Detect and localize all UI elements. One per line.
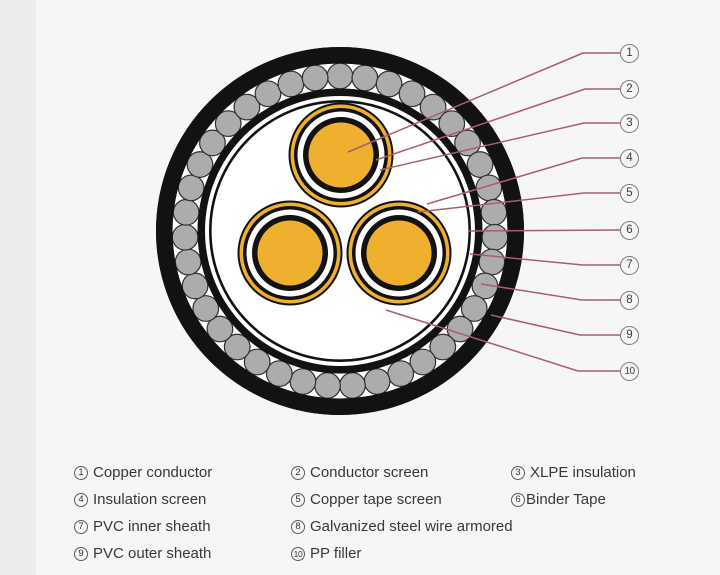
armor-wire <box>289 368 317 395</box>
legend-label: XLPE insulation <box>530 464 636 481</box>
legend-number-6: 6 <box>511 492 525 507</box>
legend-item-binder-tape: 6 Binder Tape <box>511 491 606 508</box>
callout-number-5: 5 <box>620 183 639 203</box>
callout-line-9 <box>490 314 620 336</box>
armor-wire <box>214 110 242 138</box>
armor-wire <box>409 348 437 376</box>
armor-wire <box>375 70 403 98</box>
legend-number-1: 1 <box>74 465 88 480</box>
armor-wire <box>339 372 366 399</box>
legend-item-copper-conductor: 1 Copper conductor <box>74 464 212 481</box>
armor-wire <box>233 93 261 121</box>
legend-item-xlpe-insulation: 3 XLPE insulation <box>511 464 636 481</box>
legend-label: PVC outer sheath <box>93 545 212 562</box>
legend-label: Copper tape screen <box>310 491 442 508</box>
armor-wire <box>301 64 329 92</box>
cable-cross-section-diagram: 1 2 3 4 5 6 7 8 9 10 <box>156 43 639 415</box>
callout-number-3: 3 <box>620 113 639 133</box>
callout-number-1: 1 <box>620 43 639 63</box>
callout-line-7 <box>469 253 620 266</box>
legend-number-4: 4 <box>74 492 88 507</box>
armor-wire <box>460 295 488 322</box>
legend-number-5: 5 <box>291 492 305 507</box>
callout-number-9: 9 <box>620 325 639 345</box>
armor-wire <box>351 64 379 92</box>
armor-wire <box>314 372 341 399</box>
callout-number-2: 2 <box>620 79 639 99</box>
cable-body <box>156 47 524 415</box>
legend-number-2: 2 <box>291 465 305 480</box>
armor-wire <box>192 295 220 322</box>
cable-core-left <box>237 200 343 306</box>
callout-line-8 <box>480 283 620 301</box>
armor-wire <box>398 80 426 108</box>
callout-line-2 <box>375 88 620 161</box>
cable-svg <box>156 47 621 415</box>
armor-wire <box>265 360 293 388</box>
armor-wire <box>243 348 271 376</box>
armor-wire <box>429 333 457 361</box>
legend-number-3: 3 <box>511 465 525 480</box>
callout-line-10 <box>385 309 620 372</box>
callout-line-6 <box>467 229 621 232</box>
armor-wire <box>172 198 200 226</box>
cable-core-top <box>288 102 394 208</box>
callout-line-4 <box>426 157 620 205</box>
armor-wire <box>466 151 494 178</box>
callout-line-3 <box>379 122 620 171</box>
callout-number-10: 10 <box>620 361 639 381</box>
armor-wire <box>387 360 415 388</box>
legend-number-7: 7 <box>74 519 88 534</box>
legend-item-galvanized-steel-wire-armored: 8 Galvanized steel wire armored <box>291 518 513 535</box>
legend-item-pvc-outer-sheath: 9 PVC outer sheath <box>74 545 211 562</box>
legend-item-insulation-screen: 4 Insulation screen <box>74 491 206 508</box>
armor-wire <box>206 315 234 343</box>
copper-conductor <box>366 220 432 286</box>
legend-label: Conductor screen <box>310 464 429 481</box>
callout-line-1 <box>347 52 620 153</box>
armor-wire <box>223 333 251 361</box>
callout-number-7: 7 <box>620 255 639 275</box>
armor-wire <box>254 80 282 108</box>
armor-wire <box>199 129 226 157</box>
armor-wire <box>171 223 199 251</box>
legend-label: Copper conductor <box>93 464 213 481</box>
armor-wire <box>186 151 214 178</box>
legend-item-copper-tape-screen: 5 Copper tape screen <box>291 491 442 508</box>
copper-conductor <box>257 220 323 286</box>
legend-label: Insulation screen <box>93 491 207 508</box>
callout-number-6: 6 <box>620 220 639 240</box>
legend-label: PVC inner sheath <box>93 518 211 535</box>
legend-item-pvc-inner-sheath: 7 PVC inner sheath <box>74 518 211 535</box>
legend-item-conductor-screen: 2 Conductor screen <box>291 464 428 481</box>
armor-wire <box>181 272 209 300</box>
legend-number-8: 8 <box>291 519 305 534</box>
armor-wire <box>326 62 354 90</box>
armor-wire <box>481 223 509 251</box>
callout-number-8: 8 <box>620 290 639 310</box>
page-margin-strip <box>0 0 36 575</box>
legend-item-pp-filler: 10 PP filler <box>291 545 361 562</box>
armor-wire <box>478 248 506 276</box>
legend-label: Binder Tape <box>526 491 606 508</box>
cable-core-right <box>346 200 452 306</box>
copper-conductor <box>308 122 374 188</box>
armor-wire <box>177 174 205 202</box>
legend-label: Galvanized steel wire armored <box>310 518 513 535</box>
legend-number-9: 9 <box>74 546 88 561</box>
legend-label: PP filler <box>310 545 362 562</box>
armor-wire <box>438 110 466 138</box>
armor-wire <box>363 368 391 395</box>
callout-lines <box>347 52 621 372</box>
armor-wire <box>174 248 202 276</box>
legend: 1 Copper conductor 2 Conductor screen 3 … <box>0 440 720 575</box>
callout-number-4: 4 <box>620 148 639 168</box>
legend-number-10: 10 <box>291 546 305 561</box>
armor-wire <box>277 70 305 98</box>
callout-line-5 <box>417 192 620 213</box>
armor-wire <box>454 129 481 157</box>
